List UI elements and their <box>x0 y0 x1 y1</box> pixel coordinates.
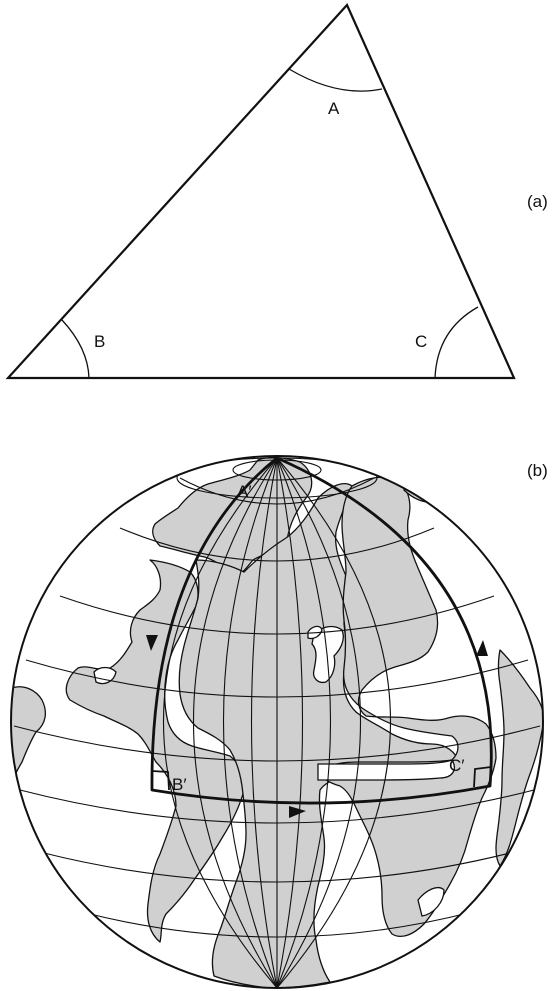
globe-icon <box>10 455 544 989</box>
vertex-label-b-prime: B′ <box>172 775 187 794</box>
direction-arrow-icon <box>146 635 158 651</box>
panel-label-a: (a) <box>527 192 548 211</box>
panel-label-b: (b) <box>527 461 548 480</box>
right-angle-mark <box>151 770 170 791</box>
direction-arrow-icon <box>476 640 488 656</box>
direction-arrow-icon <box>289 806 306 818</box>
vertex-label-c: C <box>415 332 427 351</box>
planar-triangle-panel: A B C (a) <box>5 3 548 380</box>
graticule-meridians <box>162 457 392 988</box>
sea-caribbean <box>93 666 117 685</box>
angle-arc-c <box>434 306 479 379</box>
angle-arc-a <box>288 68 383 92</box>
vertex-label-a-prime: A′ <box>237 482 252 501</box>
island-british <box>311 625 344 684</box>
planar-triangle <box>5 3 516 380</box>
spherical-triangle-path <box>150 456 493 805</box>
vertex-label-a: A <box>328 99 340 118</box>
vertex-label-b: B <box>94 332 105 351</box>
vertex-label-c-prime: C′ <box>449 756 464 775</box>
spherical-triangle-panel: A′ B′ C′ (b) <box>10 455 548 989</box>
right-angle-mark <box>473 766 492 788</box>
angle-arc-b <box>61 319 90 379</box>
globe-outline <box>10 455 544 989</box>
land-europe-africa <box>319 476 497 938</box>
land-atlantic-shaded <box>178 483 461 988</box>
lake-madagascar <box>417 886 445 917</box>
